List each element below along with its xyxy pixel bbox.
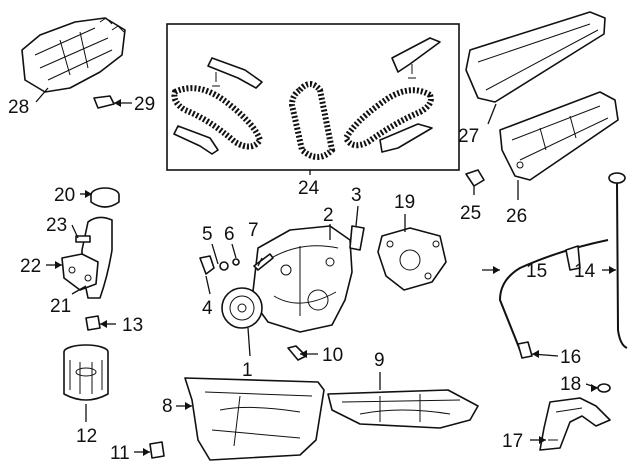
callout-3: 3 bbox=[351, 185, 362, 206]
callout-22: 22 bbox=[20, 256, 41, 277]
intake-manifold bbox=[21, 17, 126, 93]
sensor-3 bbox=[349, 225, 365, 251]
dipstick bbox=[608, 172, 628, 349]
callout-1: 1 bbox=[242, 360, 253, 381]
valve-cover bbox=[499, 91, 619, 181]
timing-inset bbox=[166, 23, 460, 171]
callout-12: 12 bbox=[76, 426, 97, 447]
callout-14: 14 bbox=[574, 261, 596, 282]
callout-29: 29 bbox=[134, 94, 155, 115]
oil-pan bbox=[184, 377, 325, 461]
callout-23: 23 bbox=[46, 215, 67, 236]
callout-17: 17 bbox=[502, 431, 523, 452]
callout-26: 26 bbox=[506, 206, 527, 227]
callout-5: 5 bbox=[202, 224, 213, 245]
oil-filter-adapter bbox=[61, 216, 113, 299]
callout-24: 24 bbox=[298, 178, 320, 199]
callouts: 1 2 3 4 5 6 7 8 9 10 11 12 13 14 15 16 1… bbox=[8, 94, 596, 464]
pickup-gasket-18 bbox=[597, 383, 611, 393]
callout-10: 10 bbox=[322, 345, 343, 366]
oil-filler-cap bbox=[90, 187, 120, 208]
callout-20: 20 bbox=[54, 185, 75, 206]
dipstick-tube bbox=[498, 239, 609, 357]
callout-25: 25 bbox=[460, 203, 481, 224]
windage-tray bbox=[327, 389, 479, 429]
oil-pump bbox=[377, 227, 447, 291]
gasket-29 bbox=[93, 95, 115, 109]
callout-16: 16 bbox=[560, 347, 581, 368]
small-parts-4-7 bbox=[199, 253, 274, 275]
callout-18: 18 bbox=[560, 374, 581, 395]
callout-6: 6 bbox=[224, 224, 235, 245]
drain-plug-11 bbox=[149, 441, 165, 459]
callout-8: 8 bbox=[162, 396, 173, 417]
oil-filter bbox=[63, 344, 109, 401]
valve-cover-gasket bbox=[465, 11, 606, 103]
callout-21: 21 bbox=[50, 296, 71, 317]
callout-9: 9 bbox=[374, 350, 385, 371]
callout-28: 28 bbox=[8, 97, 29, 118]
arrowheads bbox=[55, 99, 616, 456]
sensor-25 bbox=[465, 169, 485, 187]
callout-13: 13 bbox=[122, 315, 143, 336]
timing-cover bbox=[251, 225, 353, 333]
callout-11: 11 bbox=[110, 443, 130, 464]
plug-13 bbox=[85, 315, 101, 331]
callout-2: 2 bbox=[323, 205, 334, 226]
callout-19: 19 bbox=[394, 192, 415, 213]
callout-15: 15 bbox=[526, 261, 547, 282]
tube-bracket-16 bbox=[517, 341, 533, 359]
callout-4: 4 bbox=[202, 298, 213, 319]
callout-27: 27 bbox=[458, 126, 479, 147]
callout-7: 7 bbox=[248, 220, 259, 241]
crank-pulley bbox=[221, 287, 263, 329]
oil-pickup bbox=[539, 397, 611, 451]
